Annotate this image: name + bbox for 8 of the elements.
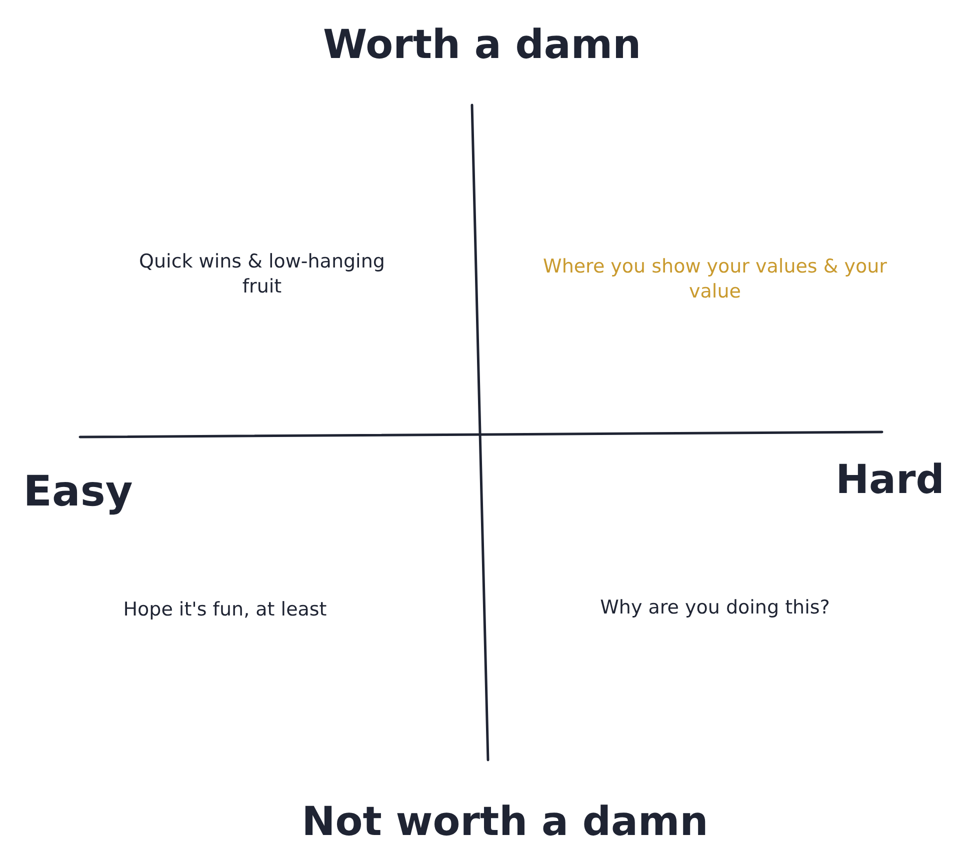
axis-title: Not worth a damn bbox=[300, 798, 710, 846]
axis-title: Easy bbox=[22, 466, 134, 518]
axis-title: Worth a damn bbox=[322, 21, 642, 70]
axis-title: Hard bbox=[834, 456, 946, 505]
quadrant-label: Quick wins & low-hanging fruit bbox=[138, 249, 386, 299]
quadrant-label: Why are you doing this? bbox=[599, 596, 831, 620]
quadrant-label: Where you show your values & your value bbox=[542, 254, 888, 304]
quadrant-label: Hope it's fun, at least bbox=[122, 598, 328, 622]
